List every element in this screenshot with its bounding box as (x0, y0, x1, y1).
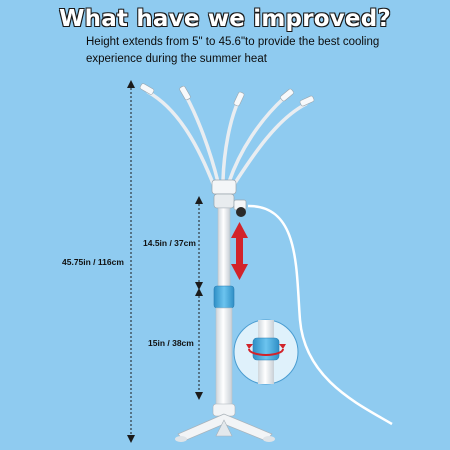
upper-section-label: 14.5in / 37cm (143, 238, 196, 248)
upper-pole (217, 207, 231, 293)
adjust-arrow-icon (231, 222, 248, 280)
nozzle-manifold (211, 179, 247, 217)
lower-section-label: 15in / 38cm (148, 338, 194, 348)
lower-pole (215, 307, 233, 411)
misting-nozzles (139, 83, 315, 107)
description: Height extends from 5" to 45.6"to provid… (86, 34, 386, 68)
upper-section-dimension (195, 196, 203, 290)
cross-base (175, 403, 275, 442)
rotate-collar-detail-icon (233, 319, 299, 385)
description-line-1: Height extends from 5" to 45.6"to provid… (86, 36, 380, 48)
description-line-2: experience during the summer heat (86, 53, 267, 65)
total-height-dimension (127, 80, 135, 443)
adjustment-collar (213, 285, 235, 309)
water-hose (247, 204, 393, 426)
headline: What have we improved? (59, 6, 391, 32)
flexible-arms (146, 90, 308, 188)
total-height-label: 45.75in / 116cm (62, 257, 124, 267)
lower-section-dimension (195, 288, 203, 400)
